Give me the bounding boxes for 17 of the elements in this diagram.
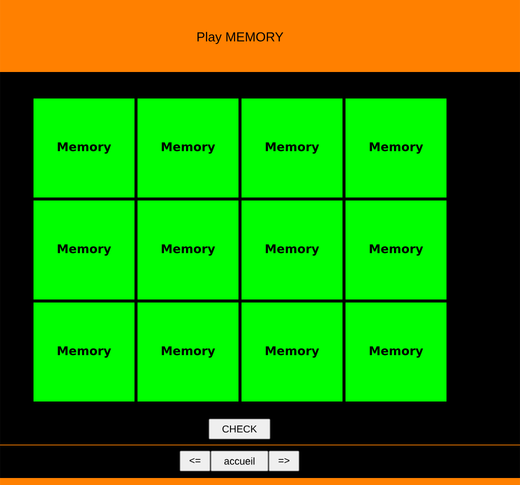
header-bar: Play MEMORY <box>0 0 520 72</box>
memory-card: Memory <box>240 98 344 198</box>
previous-button: <= <box>180 450 210 472</box>
memory-card: Memory <box>344 200 448 300</box>
memory-card: Memory <box>32 302 136 402</box>
memory-card: Memory <box>240 302 344 402</box>
memory-card: Memory <box>32 98 136 198</box>
memory-card: Memory <box>240 200 344 300</box>
memory-card: Memory <box>136 200 240 300</box>
memory-card: Memory <box>32 200 136 300</box>
memory-card: Memory <box>136 98 240 198</box>
memory-card: Memory <box>136 302 240 402</box>
next-button: => <box>268 450 300 472</box>
check-button: CHECK <box>208 418 270 440</box>
memory-card: Memory <box>344 302 448 402</box>
home-button: accueil <box>210 450 268 472</box>
memory-card: Memory <box>344 98 448 198</box>
